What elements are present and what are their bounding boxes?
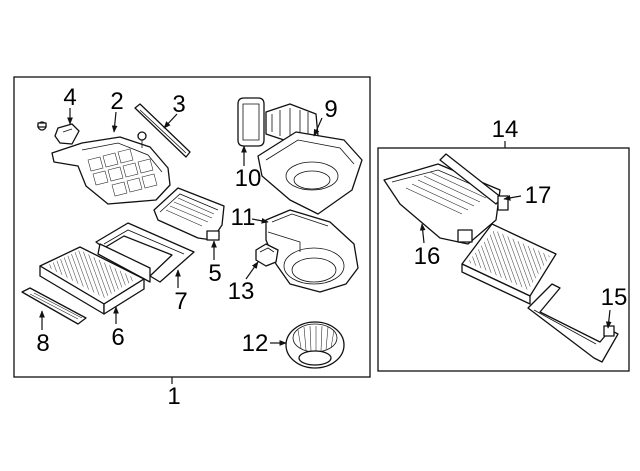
callout-10: 10 <box>235 165 262 192</box>
part-7-filter-frame <box>95 222 195 283</box>
assembly-frame-filter-housing <box>377 147 630 372</box>
part-12-blower-motor <box>285 321 345 369</box>
part-15-filter-tray <box>527 283 619 363</box>
callout-15: 15 <box>601 284 628 311</box>
part-11-blower-housing <box>265 209 359 293</box>
callout-1: 1 <box>167 383 180 410</box>
part-3-seal-strip <box>134 103 191 158</box>
leader-17 <box>503 195 522 201</box>
callout-12: 12 <box>242 330 269 357</box>
callout-7: 7 <box>174 288 187 315</box>
part-10-gasket <box>237 97 265 147</box>
callout-8: 8 <box>36 330 49 357</box>
callout-3: 3 <box>172 91 185 118</box>
part-6-cabin-filter <box>39 246 145 315</box>
part-2-air-box <box>51 136 171 205</box>
part-16-filter-housing <box>383 163 501 245</box>
part-13-resistor <box>255 243 279 267</box>
leader-15 <box>605 309 612 329</box>
callout-2: 2 <box>110 88 123 115</box>
callout-6: 6 <box>111 324 124 351</box>
callout-16: 16 <box>414 243 441 270</box>
callout-17: 17 <box>525 182 552 209</box>
leader-16 <box>419 223 426 244</box>
callout-14: 14 <box>492 116 519 143</box>
callout-11: 11 <box>231 204 256 231</box>
part-5-flap-door <box>153 187 225 241</box>
callout-4: 4 <box>63 84 76 111</box>
filter-element <box>461 223 557 305</box>
part-9-upper-case <box>257 103 363 215</box>
callout-5: 5 <box>208 260 221 287</box>
leader-9 <box>313 117 323 137</box>
leader-11 <box>251 217 269 224</box>
leader-13 <box>245 261 259 280</box>
part-17-seal <box>439 153 509 211</box>
screw-icon <box>137 131 147 148</box>
assembly-frame-main <box>13 76 371 378</box>
part-8-filter-cover <box>21 287 87 325</box>
callout-13: 13 <box>228 278 255 305</box>
leader-2 <box>111 111 118 133</box>
part-4-bracket <box>37 121 80 145</box>
callout-9: 9 <box>324 96 337 123</box>
leader-3 <box>163 113 178 129</box>
